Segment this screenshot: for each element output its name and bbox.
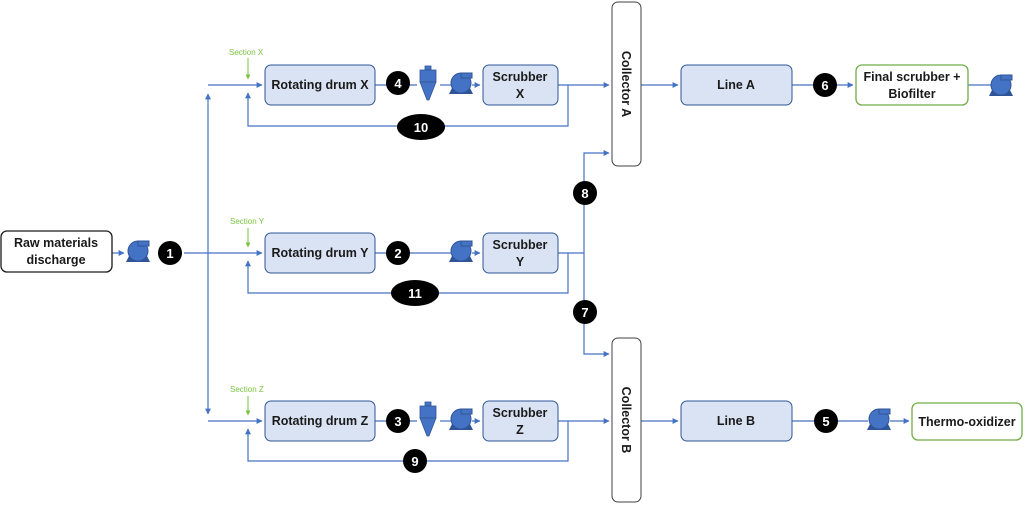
line-a-box <box>680 64 793 106</box>
scrubber-x-label-line1: Scrubber <box>493 70 548 84</box>
marker-8-label: 8 <box>581 186 588 201</box>
marker-badge <box>814 409 838 433</box>
marker-10-label: 10 <box>414 120 428 135</box>
marker-badge <box>573 181 597 205</box>
scrubber-y-label-line2: Y <box>516 255 525 269</box>
marker-5-label: 5 <box>822 414 829 429</box>
marker-7-label: 7 <box>581 305 588 320</box>
collector-b-label: Collector B <box>619 387 633 454</box>
scrubber-x-label-line2: X <box>516 87 525 101</box>
marker-9-label: 9 <box>411 454 418 469</box>
rotating-drum-z-box <box>264 400 376 442</box>
rotating-drum-x-label: Rotating drum X <box>271 78 369 92</box>
line-b-label: Line B <box>717 414 755 428</box>
marker-badge <box>573 300 597 324</box>
cyclone-separator-icon <box>419 65 437 101</box>
thermo-oxidizer-box <box>911 402 1023 441</box>
raw-materials-label-line1: Raw materials <box>14 236 98 250</box>
raw-materials-label-line2: discharge <box>26 253 85 267</box>
final-scrubber-label-line1: Final scrubber + <box>864 70 961 84</box>
scrubber-z-label-line2: Z <box>516 423 524 437</box>
rotating-drum-y-box <box>264 232 376 274</box>
final-scrubber-label-line2: Biofilter <box>888 87 935 101</box>
flow-y-to-collector-a <box>583 150 610 253</box>
section-labels: Section X Section Y Section Z <box>229 48 265 416</box>
pump-icon <box>125 240 151 263</box>
collector-a-label: Collector A <box>619 51 633 117</box>
marker-badge <box>397 114 445 140</box>
rotating-drum-z-label: Rotating drum Z <box>272 414 369 428</box>
scrubber-x-box <box>482 64 559 106</box>
marker-2-label: 2 <box>394 246 401 261</box>
pump-icon <box>448 240 474 263</box>
final-scrubber-biofilter-box <box>855 64 969 106</box>
scrubber-y-box <box>482 232 559 274</box>
marker-badge <box>391 280 439 306</box>
marker-11-label: 11 <box>408 286 422 301</box>
section-y-label: Section Y <box>230 217 265 226</box>
line-b-box <box>680 400 793 442</box>
pump-icon <box>448 72 474 95</box>
scrubber-z-label-line1: Scrubber <box>493 406 548 420</box>
thermo-oxidizer-label: Thermo-oxidizer <box>918 415 1015 429</box>
marker-badges: 1 2 3 4 5 6 7 8 9 10 11 <box>158 71 838 473</box>
marker-badge <box>158 241 182 265</box>
raw-materials-box <box>0 230 113 273</box>
pump-icon <box>866 408 892 431</box>
marker-4-label: 4 <box>394 76 402 91</box>
pump-icon <box>988 74 1014 97</box>
rotating-drum-x-box <box>264 64 376 106</box>
marker-3-label: 3 <box>394 414 401 429</box>
marker-6-label: 6 <box>821 78 828 93</box>
marker-badge <box>403 449 427 473</box>
collector-b-box <box>611 337 642 503</box>
section-x-label: Section X <box>229 48 264 57</box>
marker-badge <box>813 73 837 97</box>
section-z-label: Section Z <box>230 385 264 394</box>
flow-y-to-collector-b <box>583 253 610 357</box>
cyclone-separator-icon <box>419 401 437 437</box>
marker-1-label: 1 <box>166 246 173 261</box>
collector-a-box <box>611 1 642 167</box>
marker-badge <box>386 71 410 95</box>
scrubber-z-box <box>482 400 559 442</box>
line-a-label: Line A <box>717 78 755 92</box>
marker-badge <box>386 409 410 433</box>
marker-badge <box>386 241 410 265</box>
rotating-drum-y-label: Rotating drum Y <box>272 246 370 260</box>
scrubber-y-label-line1: Scrubber <box>493 238 548 252</box>
pump-icon <box>448 408 474 431</box>
